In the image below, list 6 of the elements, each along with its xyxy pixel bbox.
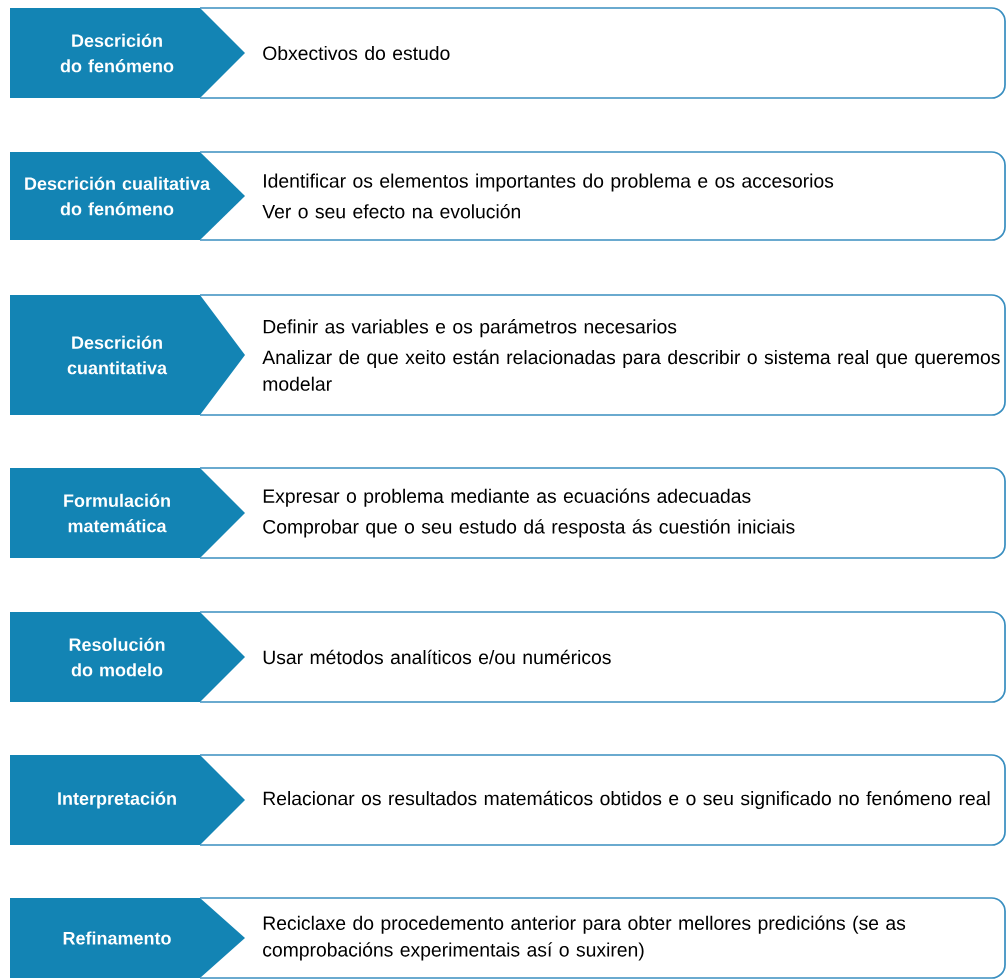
step-box: Usar métodos analíticos e/ou numéricos [199,611,1006,703]
step-box: Relacionar os resultados matemáticos obtidos e o seu significado no fenómeno real [199,754,1006,846]
step-box: Reciclaxe do procedemento anterior para obter mellores predicións (se as comprobacións experimentais así o suxiren) [199,897,1006,979]
step-box: Definir as variables e os parámetros necesarios Analizar de que xeito están relacionadas para describir o sistema real que queremos modelar [199,294,1006,416]
step-box: Obxectivos do estudo [199,7,1006,99]
step-box: Expresar o problema mediante as ecuacións adecuadas Comprobar que o seu estudo dá resposta ás cuestión iniciais [199,467,1006,559]
